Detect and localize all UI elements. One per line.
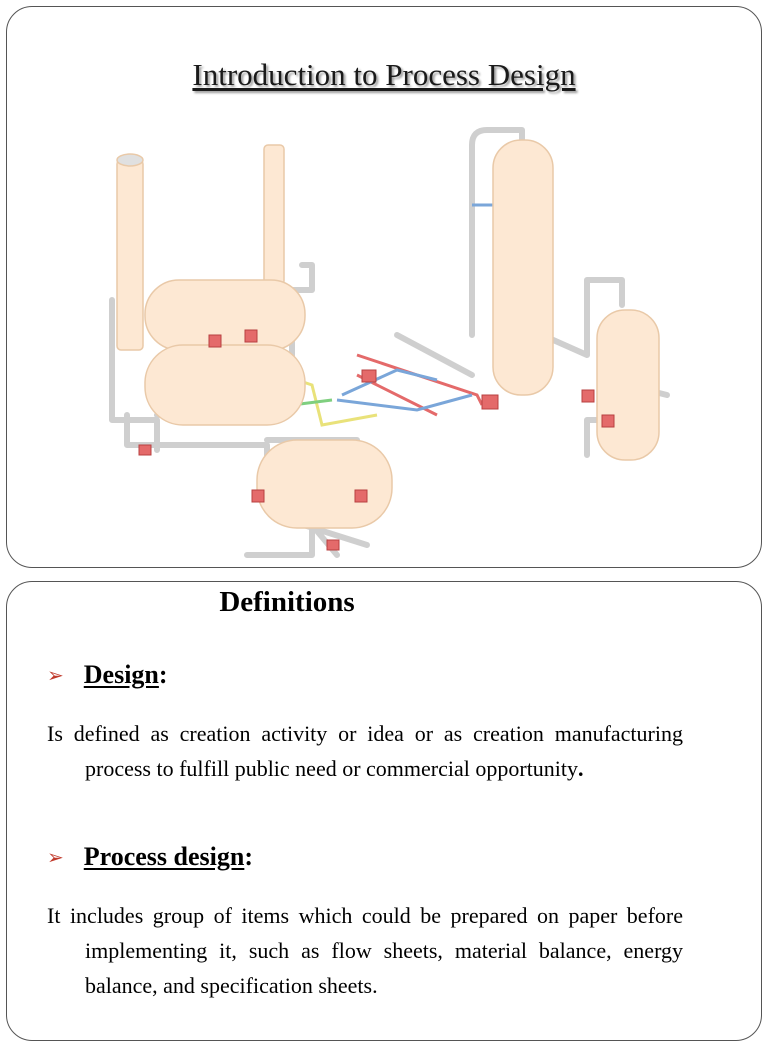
definition-body: It includes group of items which could b…	[47, 903, 683, 998]
term-colon: :	[244, 842, 254, 871]
definition-body: Is defined as creation activity or idea …	[47, 721, 683, 781]
upper-drum	[144, 279, 306, 351]
term-label: Process design	[83, 842, 245, 871]
center-stack	[263, 144, 285, 286]
small-column	[596, 309, 660, 461]
bullet-design: ➢ Design:	[47, 660, 168, 690]
arrow-bullet-icon: ➢	[47, 663, 64, 687]
definition-text: It includes group of items which could b…	[47, 898, 683, 1003]
bullet-process-design: ➢ Process design:	[47, 842, 253, 872]
slide-definitions: Definitions ➢ Design: Is defined as crea…	[6, 581, 762, 1041]
definition-end: .	[578, 756, 584, 781]
lower-drum	[144, 344, 306, 426]
arrow-bullet-icon: ➢	[47, 845, 64, 869]
left-stack	[116, 159, 144, 351]
colored-piping	[291, 203, 497, 427]
slide-introduction: Introduction to Process Design	[6, 6, 762, 568]
tall-column	[492, 139, 554, 396]
valves-and-pumps	[138, 329, 615, 551]
process-plant-illustration	[109, 127, 670, 558]
definition-text: Is defined as creation activity or idea …	[47, 716, 683, 786]
slide-title: Definitions	[219, 586, 355, 618]
term-colon: :	[158, 660, 168, 689]
horizontal-tank	[256, 439, 393, 529]
term-label: Design	[83, 660, 159, 689]
slide-title: Introduction to Process Design	[192, 57, 576, 92]
vessels	[116, 139, 660, 529]
